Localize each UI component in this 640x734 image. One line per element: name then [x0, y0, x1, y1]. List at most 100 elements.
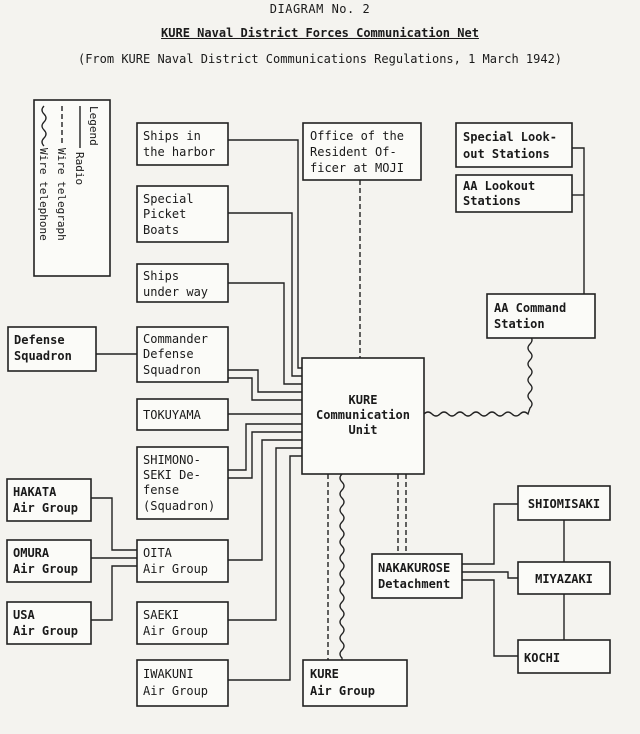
- node-nakakurose: NAKAKUROSE Detachment: [371, 553, 463, 599]
- radio-kure-aacommand: [423, 334, 533, 417]
- link-nakakurose-shiomisaki: [462, 503, 518, 565]
- link-shimonoseki-2: [228, 431, 302, 479]
- node-special-picket: Special Picket Boats: [136, 185, 229, 243]
- node-hakata: HAKATA Air Group: [6, 478, 92, 522]
- svg-text:Ships in: Ships in: [143, 129, 201, 143]
- svg-text:Air Group: Air Group: [143, 562, 208, 576]
- legend: Legend Radio Wire telegraph Wire telepho…: [33, 99, 111, 277]
- svg-text:Defense: Defense: [14, 333, 65, 347]
- svg-text:Resident Of-: Resident Of-: [310, 145, 397, 159]
- svg-text:Picket: Picket: [143, 207, 186, 221]
- svg-text:out Stations: out Stations: [463, 147, 550, 161]
- svg-text:Stations: Stations: [463, 194, 521, 208]
- node-shiomisaki: SHIOMISAKI: [517, 485, 611, 521]
- link-ships-underway: [228, 282, 302, 385]
- link-special-picket: [228, 212, 302, 377]
- svg-text:SEKI De-: SEKI De-: [143, 468, 201, 482]
- svg-text:Commander: Commander: [143, 332, 208, 346]
- svg-text:OITA: OITA: [143, 546, 173, 560]
- link-lookout-aacommand: [572, 147, 585, 294]
- svg-text:Defense: Defense: [143, 347, 194, 361]
- node-ships-underway: Ships under way: [136, 263, 229, 303]
- svg-text:Special: Special: [143, 192, 194, 206]
- svg-text:Squadron: Squadron: [143, 363, 201, 377]
- node-miyazaki: MIYAZAKI: [517, 561, 611, 595]
- svg-text:AA Lookout: AA Lookout: [463, 179, 535, 193]
- link-oita: [228, 439, 302, 561]
- svg-text:the harbor: the harbor: [143, 145, 215, 159]
- svg-text:Boats: Boats: [143, 223, 179, 237]
- svg-text:SAEKI: SAEKI: [143, 608, 179, 622]
- diagram-number: DIAGRAM No. 2: [269, 2, 371, 16]
- link-cmdr-defense-2: [228, 377, 302, 401]
- svg-text:KURE: KURE: [310, 667, 339, 681]
- node-tokuyama: TOKUYAMA: [136, 398, 229, 431]
- node-omura: OMURA Air Group: [6, 539, 92, 583]
- svg-text:TOKUYAMA: TOKUYAMA: [143, 408, 202, 422]
- svg-text:Air Group: Air Group: [143, 624, 208, 638]
- svg-text:OMURA: OMURA: [13, 546, 50, 560]
- svg-text:Air Group: Air Group: [13, 624, 78, 638]
- svg-text:IWAKUNI: IWAKUNI: [143, 667, 194, 681]
- diagram-title: KURE Naval District Forces Communication…: [161, 26, 479, 40]
- link-nakakurose-kochi: [462, 579, 518, 657]
- svg-text:Station: Station: [494, 317, 545, 331]
- node-kure-air: KURE Air Group: [302, 659, 408, 707]
- link-hakata-oita: [91, 497, 137, 551]
- node-iwakuni: IWAKUNI Air Group: [136, 659, 229, 707]
- svg-text:KURE: KURE: [349, 393, 378, 407]
- svg-text:Special Look-: Special Look-: [463, 130, 557, 144]
- link-cmdr-defense-1: [228, 369, 302, 393]
- svg-text:Air Group: Air Group: [13, 501, 78, 515]
- legend-wire-telegraph: Wire telegraph: [55, 148, 68, 241]
- node-shimonoseki: SHIMONO- SEKI De- fense (Squadron): [136, 446, 229, 520]
- radio-kure-air: [339, 473, 345, 660]
- svg-text:USA: USA: [13, 608, 35, 622]
- node-saeki: SAEKI Air Group: [136, 601, 229, 645]
- node-kochi: KOCHI: [517, 639, 611, 674]
- svg-text:fense: fense: [143, 483, 179, 497]
- svg-text:Squadron: Squadron: [14, 349, 72, 363]
- svg-text:KOCHI: KOCHI: [524, 651, 560, 665]
- svg-text:Office of the: Office of the: [310, 129, 404, 143]
- node-usa: USA Air Group: [6, 601, 92, 645]
- connectors: [91, 139, 585, 681]
- link-nakakurose-miyazaki: [462, 571, 518, 579]
- svg-text:Air Group: Air Group: [143, 684, 208, 698]
- diagram-subtitle: (From KURE Naval District Communications…: [77, 52, 563, 66]
- svg-text:NAKAKUROSE: NAKAKUROSE: [378, 561, 450, 575]
- svg-text:Communication: Communication: [316, 408, 410, 422]
- svg-text:under way: under way: [143, 285, 208, 299]
- node-defense-squadron: Defense Squadron: [7, 326, 97, 372]
- svg-text:AA Command: AA Command: [494, 301, 566, 315]
- legend-radio: Radio: [73, 152, 86, 185]
- svg-text:HAKATA: HAKATA: [13, 485, 57, 499]
- link-ships-harbor: [228, 139, 302, 369]
- node-aa-command: AA Command Station: [486, 293, 596, 339]
- legend-title: Legend: [87, 106, 100, 146]
- svg-text:Air Group: Air Group: [13, 562, 78, 576]
- link-saeki: [228, 447, 302, 621]
- svg-text:(Squadron): (Squadron): [143, 499, 215, 513]
- svg-text:Air Group: Air Group: [310, 684, 375, 698]
- node-aa-lookout: AA Lookout Stations: [455, 174, 573, 213]
- svg-text:MIYAZAKI: MIYAZAKI: [535, 572, 593, 586]
- legend-box: [33, 99, 111, 277]
- svg-text:Ships: Ships: [143, 269, 179, 283]
- node-moji: Office of the Resident Of- ficer at MOJI: [302, 122, 422, 181]
- link-shimonoseki-1: [228, 423, 302, 471]
- svg-text:SHIOMISAKI: SHIOMISAKI: [528, 497, 600, 511]
- node-cmdr-defense: Commander Defense Squadron: [136, 326, 229, 383]
- legend-wire-telephone: Wire telephone: [37, 148, 50, 241]
- node-special-lookout: Special Look- out Stations: [455, 122, 573, 168]
- svg-text:Detachment: Detachment: [378, 577, 450, 591]
- node-kure-unit: KURE Communication Unit: [301, 357, 425, 475]
- node-oita: OITA Air Group: [136, 539, 229, 583]
- svg-text:ficer at MOJI: ficer at MOJI: [310, 161, 404, 175]
- svg-text:Unit: Unit: [349, 423, 378, 437]
- node-ships-harbor: Ships in the harbor: [136, 122, 229, 166]
- link-iwakuni: [228, 455, 302, 681]
- link-usa-oita: [91, 565, 137, 621]
- svg-text:SHIMONO-: SHIMONO-: [143, 453, 201, 467]
